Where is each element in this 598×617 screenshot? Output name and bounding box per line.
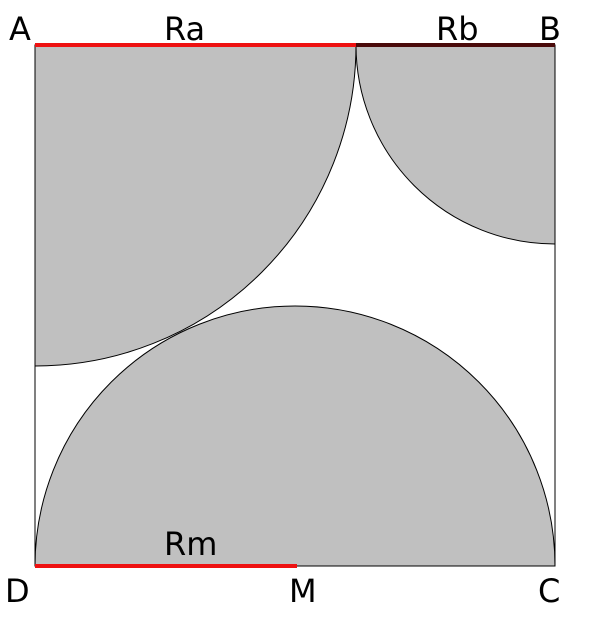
- label-ra: Ra: [164, 10, 205, 48]
- label-d: D: [5, 572, 30, 610]
- semicircle-m: [34, 305, 556, 567]
- quarter-circle-a: [34, 44, 357, 367]
- label-m: M: [289, 572, 317, 610]
- label-rm: Rm: [164, 525, 217, 563]
- label-rb: Rb: [436, 10, 479, 48]
- label-c: C: [538, 572, 560, 610]
- label-a: A: [9, 10, 31, 48]
- label-b: B: [539, 10, 561, 48]
- quarter-circle-b: [355, 44, 556, 245]
